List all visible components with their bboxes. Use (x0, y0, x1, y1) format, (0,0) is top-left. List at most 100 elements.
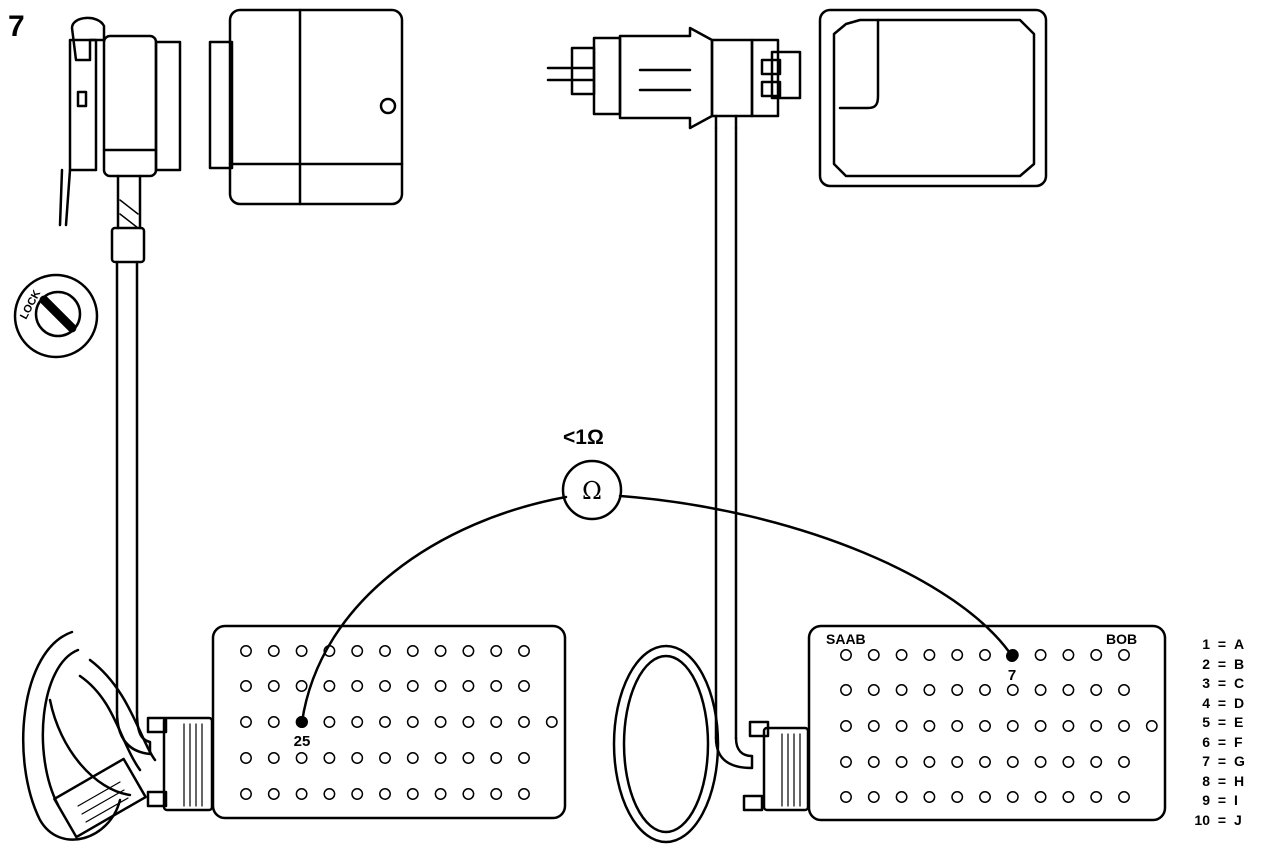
pin-hole (462, 645, 475, 657)
pin-hole (1118, 791, 1130, 803)
pin-hole (490, 752, 503, 764)
legend-equals: = (1217, 772, 1227, 789)
pin-hole (434, 788, 447, 800)
left-breakout-box (211, 624, 567, 820)
right-cable (714, 126, 738, 740)
pin-hole (840, 684, 852, 696)
pin-hole (323, 716, 336, 728)
pin-hole (1090, 791, 1103, 803)
legend-number: 4 (1202, 694, 1210, 711)
legend-letter: E (1234, 714, 1244, 730)
legend-row: 2=B (1178, 656, 1258, 675)
pin-hole (840, 791, 852, 803)
legend-row: 8=H (1178, 773, 1258, 792)
legend-row: 4=D (1178, 695, 1258, 714)
pin-hole (406, 716, 419, 728)
pin-hole (323, 752, 336, 764)
pin-hole (434, 680, 447, 692)
pin-hole (840, 649, 852, 661)
pin-hole (979, 684, 991, 696)
pin-hole (1118, 720, 1130, 732)
pin-hole (267, 645, 280, 657)
pin-hole (434, 716, 447, 728)
pin-hole (351, 680, 364, 692)
pin-hole (1118, 756, 1130, 768)
pin-hole (267, 788, 280, 800)
pin-hole (840, 756, 852, 768)
pin-hole (951, 791, 964, 803)
pin-hole (979, 756, 991, 768)
legend-equals: = (1217, 636, 1227, 652)
pin-hole (1006, 720, 1019, 732)
legend-number: 6 (1202, 733, 1210, 750)
pin-hole (351, 716, 364, 728)
legend-letter: D (1234, 694, 1245, 711)
pin-hole (462, 716, 475, 728)
pin-hole (462, 680, 475, 692)
legend-equals: = (1217, 753, 1227, 769)
pin-hole (406, 645, 419, 657)
pin-hole (1090, 684, 1103, 696)
right-pin-holes (840, 649, 1158, 803)
pin-hole (1034, 649, 1047, 661)
pin-hole (979, 791, 991, 803)
legend-number: 8 (1202, 772, 1210, 789)
pin-hole (1006, 684, 1019, 696)
pin-hole (379, 716, 391, 728)
pin-hole (323, 680, 336, 692)
legend-row: 10=J (1178, 812, 1258, 831)
legend-number: 1 (1202, 636, 1210, 652)
pin-hole (895, 649, 908, 661)
legend-row: 5=E (1178, 714, 1258, 733)
pin-hole (518, 645, 530, 657)
legend-number: 9 (1202, 792, 1210, 808)
pin-hole (490, 680, 503, 692)
left-cable (110, 226, 146, 714)
pin-hole (323, 788, 336, 800)
meter-reading: <1Ω (563, 426, 604, 449)
pin-hole (518, 788, 530, 800)
test-lead-right (618, 494, 1014, 658)
pin-hole (518, 680, 530, 692)
right-pin-label: 7 (1008, 667, 1016, 684)
pin-hole (379, 680, 391, 692)
pin-hole (267, 680, 280, 692)
legend-equals: = (1217, 655, 1227, 672)
pin-hole (295, 645, 308, 657)
right-control-unit (818, 8, 1048, 188)
legend-row: 7=G (1178, 753, 1258, 772)
pin-hole (379, 645, 391, 657)
pin-hole (1062, 720, 1075, 732)
pin-hole (1145, 720, 1158, 732)
legend-letter: I (1234, 792, 1238, 808)
legend-equals: = (1217, 792, 1227, 808)
pin-hole (295, 752, 308, 764)
ohmmeter-icon (561, 459, 623, 521)
legend-letter: C (1234, 675, 1245, 691)
pin-hole (1034, 720, 1047, 732)
pin-hole (840, 720, 852, 732)
legend-equals: = (1217, 675, 1227, 691)
pin-hole (895, 684, 908, 696)
pin-hole (1090, 649, 1103, 661)
left-control-unit (208, 8, 404, 206)
legend-row: 6=F (1178, 734, 1258, 753)
pin-hole (1090, 756, 1103, 768)
pin-hole (1090, 720, 1103, 732)
pin-hole (518, 716, 530, 728)
pin-hole (923, 720, 936, 732)
pin-hole (867, 756, 880, 768)
pin-hole (867, 684, 880, 696)
legend-equals: = (1217, 714, 1227, 730)
pin-hole (1034, 756, 1047, 768)
pin-hole (490, 788, 503, 800)
pin-hole (351, 645, 364, 657)
legend-equals: = (1217, 733, 1227, 750)
brand-right-label: BOB (1106, 631, 1137, 647)
pin-hole (895, 756, 908, 768)
pin-hole (1118, 649, 1130, 661)
pin-hole (923, 649, 936, 661)
test-lead-left (300, 495, 568, 724)
pin-hole (406, 680, 419, 692)
